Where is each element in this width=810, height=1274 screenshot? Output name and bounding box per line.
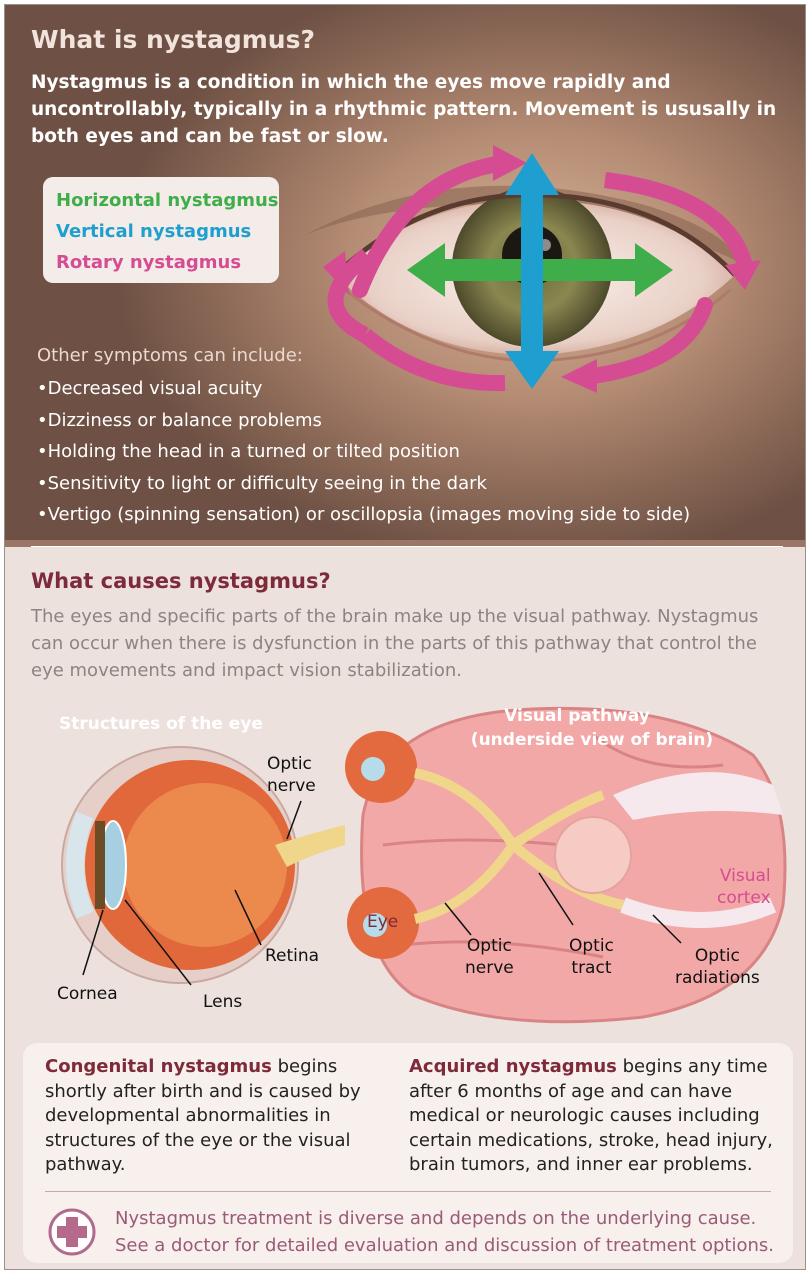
- visual-pathway-diagram: [345, 706, 787, 1024]
- panel-divider: [45, 1191, 771, 1192]
- symptom-item: Sensitivity to light or difficulty seein…: [37, 468, 690, 500]
- label-optic-radiations: Optic radiations: [675, 946, 760, 988]
- eye-illustration: [305, 145, 761, 393]
- label-cornea: Cornea: [57, 984, 118, 1004]
- top-section: What is nystagmus? Nystagmus is a condit…: [5, 5, 805, 540]
- label-eye: Eye: [367, 912, 399, 932]
- symptom-item: Dizziness or balance problems: [37, 405, 690, 437]
- causes-title: What causes nystagmus?: [31, 569, 331, 593]
- intro-text: Nystagmus is a condition in which the ey…: [31, 72, 777, 147]
- symptom-item: Vertigo (spinning sensation) or oscillop…: [37, 499, 691, 531]
- brain-diagram-title-2: (underside view of brain): [470, 730, 714, 750]
- congenital-text: Congenital nystagmus begins shortly afte…: [45, 1056, 361, 1175]
- page-title: What is nystagmus?: [31, 25, 315, 54]
- acquired-term: Acquired nystagmus: [409, 1056, 617, 1077]
- acquired-text: Acquired nystagmus begins any time after…: [409, 1056, 773, 1175]
- label-visual-cortex: Visual cortex: [717, 866, 771, 908]
- legend-vertical: Vertical nystagmus: [56, 221, 252, 242]
- brain-diagram-title-1: Visual pathway: [504, 706, 650, 726]
- label-optic-tract: Optic tract: [569, 936, 614, 978]
- legend: Horizontal nystagmus Vertical nystagmus …: [43, 177, 279, 283]
- label-optic-nerve-eye: Optic nerve: [267, 754, 316, 796]
- symptoms-heading: Other symptoms can include:: [37, 345, 303, 366]
- causes-text: The eyes and specific parts of the brain…: [31, 606, 759, 681]
- legend-rotary: Rotary nystagmus: [56, 252, 242, 273]
- label-lens: Lens: [203, 992, 243, 1012]
- symptoms-list: Decreased visual acuity Dizziness or bal…: [37, 373, 691, 531]
- label-retina: Retina: [265, 946, 320, 966]
- divider: [31, 546, 783, 547]
- symptom-item: Holding the head in a turned or tilted p…: [37, 436, 690, 468]
- label-optic-nerve: Optic nerve: [465, 936, 514, 978]
- medical-cross-icon: [48, 1208, 96, 1256]
- treatment-text: Nystagmus treatment is diverse and depen…: [115, 1208, 774, 1256]
- infographic: What is nystagmus? Nystagmus is a condit…: [4, 4, 806, 1270]
- eye-diagram-title: Structures of the eye: [59, 714, 263, 734]
- symptom-item: Decreased visual acuity: [37, 373, 690, 405]
- congenital-term: Congenital nystagmus: [45, 1056, 272, 1077]
- types-panel: Congenital nystagmus begins shortly afte…: [23, 1043, 793, 1263]
- eye-structure-diagram: [61, 746, 345, 986]
- legend-horizontal: Horizontal nystagmus: [56, 190, 279, 211]
